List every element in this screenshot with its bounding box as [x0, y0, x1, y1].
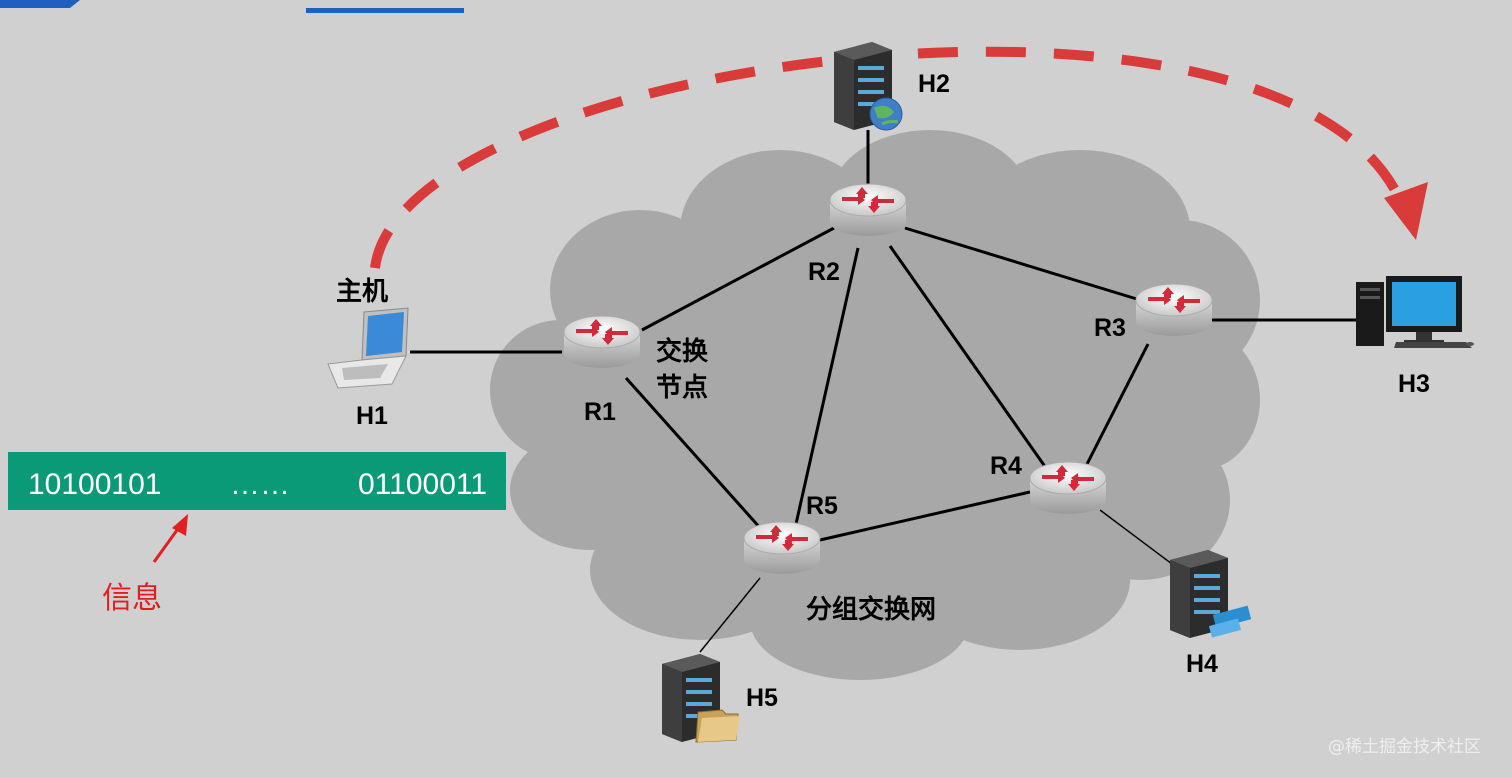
- link-r2-r5: [794, 247, 860, 525]
- router-r3[interactable]: [1135, 283, 1213, 337]
- link-r3-r4: [1082, 343, 1150, 471]
- web-server-icon[interactable]: [834, 42, 903, 131]
- router-label-r1: R1: [584, 398, 616, 426]
- desktop-computer-icon[interactable]: [1356, 276, 1474, 348]
- host-label-h4: H4: [1186, 650, 1218, 678]
- link-r5-h5: [699, 577, 761, 653]
- router-label-r5: R5: [806, 492, 838, 520]
- router-r2[interactable]: [829, 183, 907, 237]
- message-ellipsis: ……: [230, 468, 290, 501]
- info-pointer-arrow-icon: [152, 514, 188, 563]
- router-r5[interactable]: [743, 521, 821, 575]
- link-r5-r4: [819, 490, 1031, 542]
- message-bits-right: 01100011: [358, 468, 487, 501]
- link-r2-r4: [888, 245, 1048, 469]
- host-label-h1: H1: [356, 402, 388, 430]
- media-server-icon[interactable]: [1170, 550, 1252, 638]
- switch-node-label-line1: 交换: [656, 336, 709, 367]
- link-r2-r3: [904, 226, 1141, 302]
- message-caption: 信息: [102, 581, 162, 616]
- link-r1-r2: [641, 226, 835, 332]
- watermark: @稀土掘金技术社区: [1328, 737, 1481, 757]
- thin-links: [699, 509, 1181, 653]
- top-accent-left: [0, 0, 80, 8]
- switch-node-label-line2: 节点: [656, 372, 708, 403]
- host-label-h3: H3: [1398, 370, 1430, 398]
- host-caption-h1: 主机: [336, 277, 388, 307]
- network-label: 分组交换网: [806, 594, 936, 625]
- link-r1-r5: [624, 376, 764, 532]
- network-links: [410, 130, 1356, 542]
- top-accent-line: [306, 8, 464, 13]
- message-bits-left: 10100101: [28, 468, 161, 501]
- host-label-h2: H2: [918, 70, 950, 98]
- host-label-h5: H5: [746, 684, 778, 712]
- router-label-r4: R4: [990, 452, 1022, 480]
- transmission-arrowhead: [1384, 182, 1428, 240]
- file-server-icon[interactable]: [662, 654, 740, 743]
- link-r4-h4: [1099, 509, 1181, 571]
- router-label-r2: R2: [808, 258, 840, 286]
- message-bar: 10100101 …… 01100011: [8, 452, 506, 510]
- laptop-icon[interactable]: [327, 307, 409, 389]
- router-label-r3: R3: [1094, 314, 1126, 342]
- router-r4[interactable]: [1029, 461, 1107, 515]
- router-r1[interactable]: [563, 315, 641, 369]
